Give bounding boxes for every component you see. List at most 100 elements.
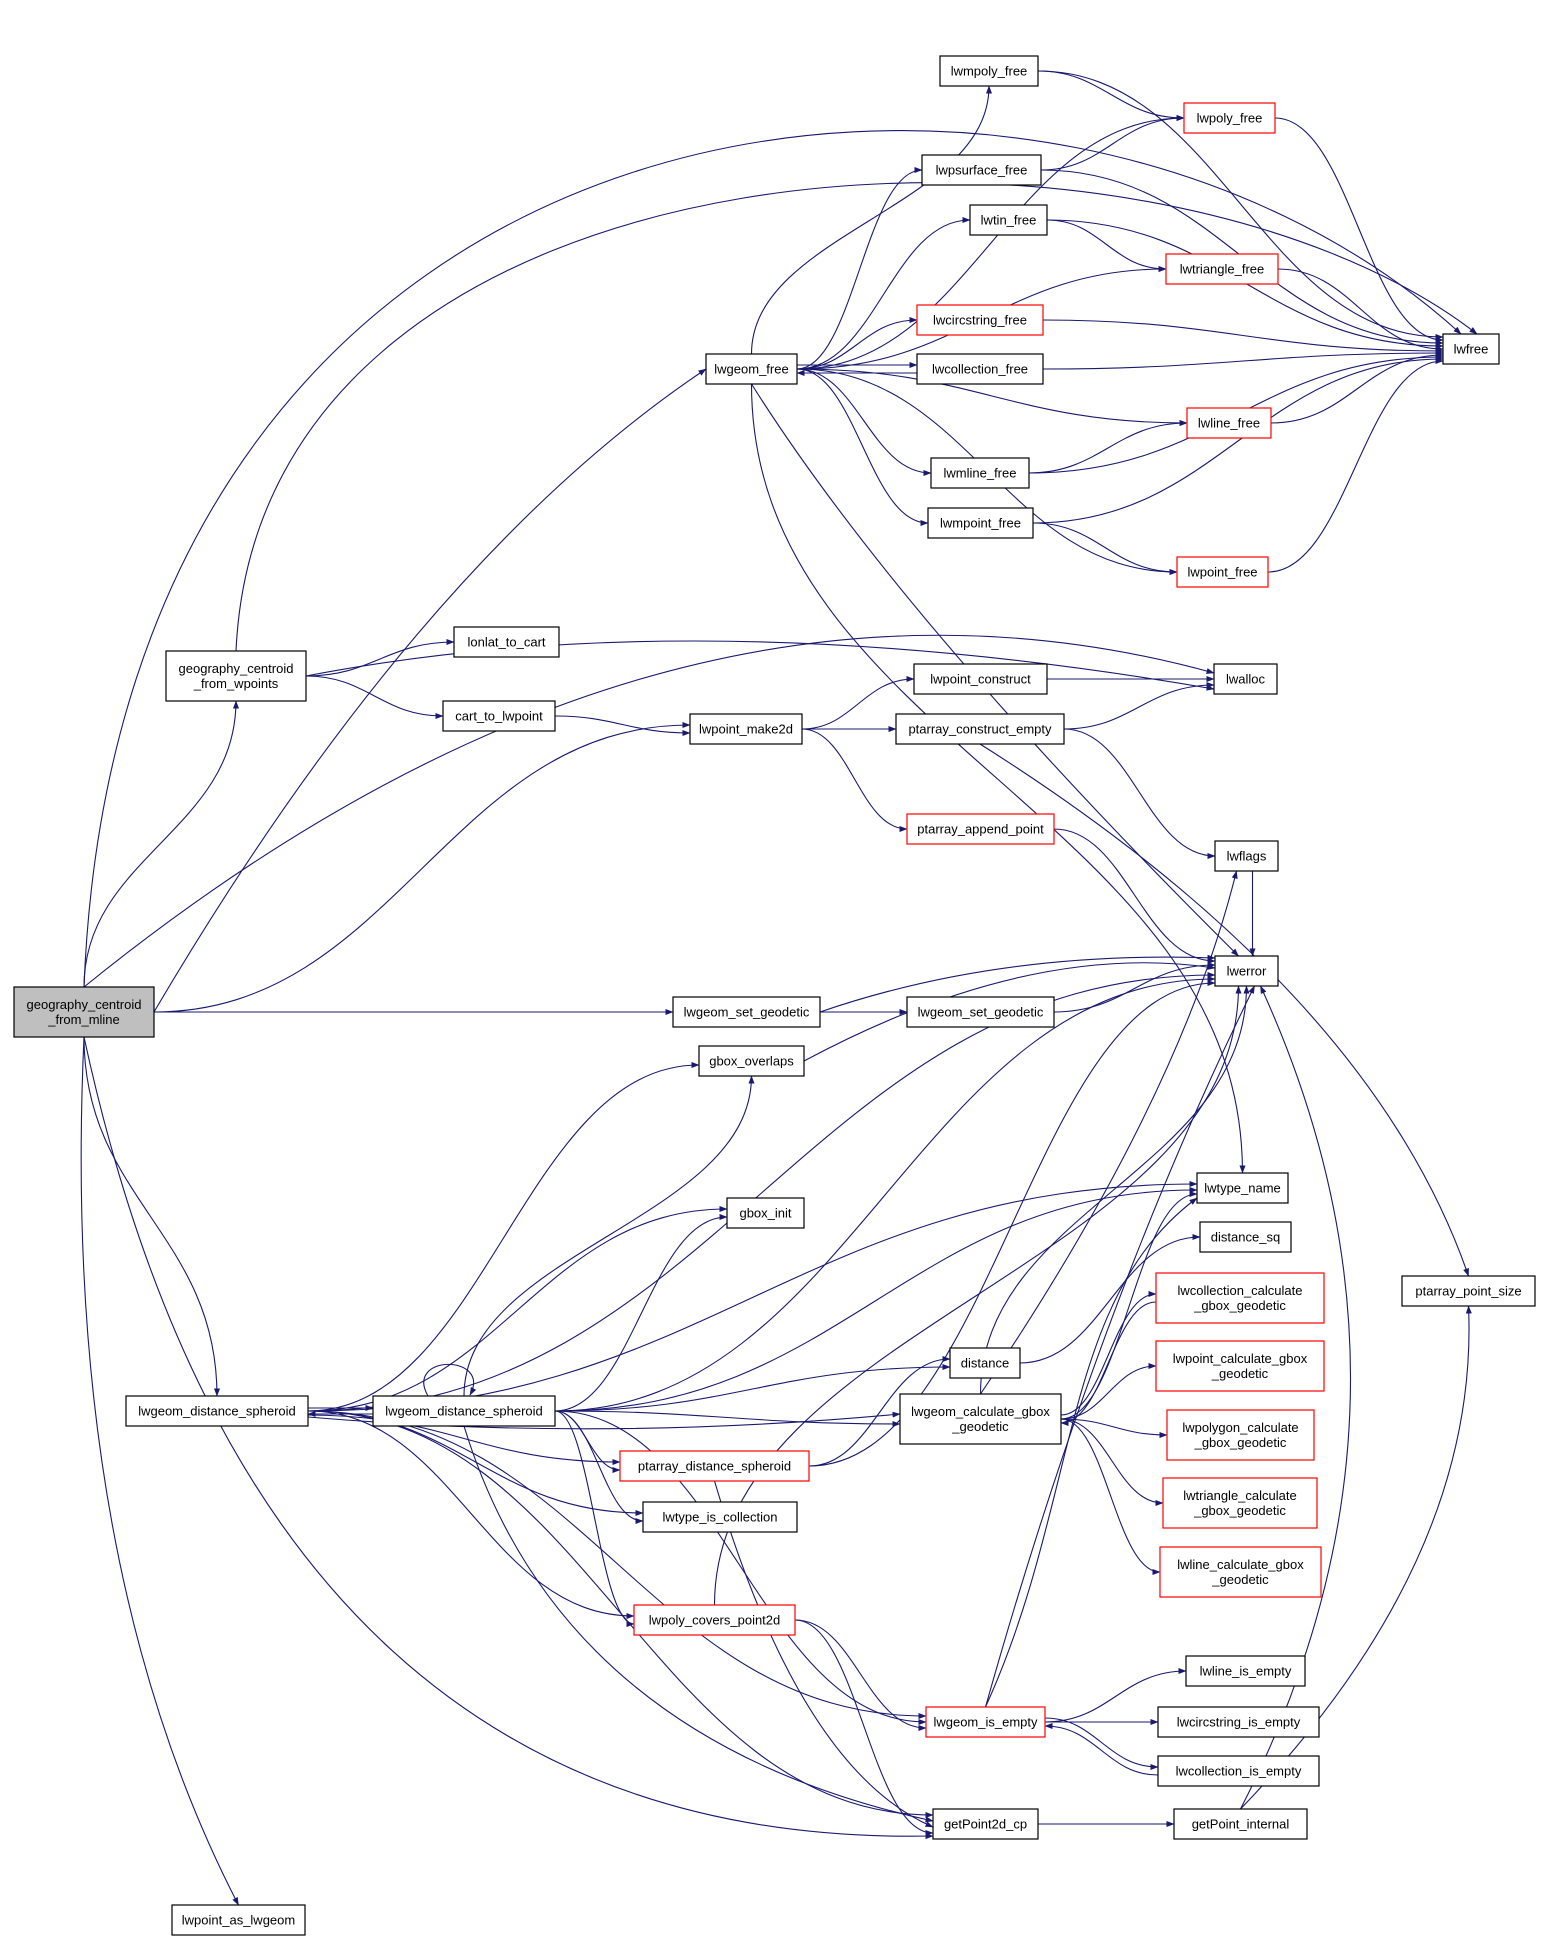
node-label[interactable]: lwpoint_free xyxy=(1187,565,1257,580)
node-label[interactable]: lwflags xyxy=(1227,849,1267,864)
node-label[interactable]: distance xyxy=(961,1356,1009,1371)
node-label[interactable]: lwcircstring_free xyxy=(933,313,1027,328)
node-geography_centroid_from_mline[interactable]: geography_centroid_from_mline xyxy=(13,986,155,1038)
node-label[interactable]: lwgeom_is_empty xyxy=(933,1715,1038,1730)
node-label[interactable]: geography_centroid xyxy=(179,661,294,676)
node-lwpoint_as_lwgeom[interactable]: lwpoint_as_lwgeom xyxy=(171,1904,306,1936)
node-lwgeom_set_geodetic_2[interactable]: lwgeom_set_geodetic xyxy=(906,996,1055,1028)
node-lwgeom_distance_spheroid_2[interactable]: lwgeom_distance_spheroid xyxy=(372,1395,556,1427)
node-lonlat_to_cart[interactable]: lonlat_to_cart xyxy=(453,626,560,658)
node-geography_centroid_from_wpoints[interactable]: geography_centroid_from_wpoints xyxy=(165,650,307,702)
node-distance[interactable]: distance xyxy=(949,1347,1021,1379)
node-label[interactable]: _gbox_geodetic xyxy=(1193,1503,1286,1518)
node-box[interactable] xyxy=(633,1604,796,1636)
node-label[interactable]: geography_centroid xyxy=(27,997,142,1012)
node-label[interactable]: ptarray_construct_empty xyxy=(908,722,1052,737)
node-label[interactable]: getPoint2d_cp xyxy=(944,1817,1027,1832)
node-label[interactable]: lwpoint_make2d xyxy=(699,722,793,737)
node-box[interactable] xyxy=(372,1395,556,1427)
node-label[interactable]: lwgeom_set_geodetic xyxy=(918,1005,1044,1020)
node-label[interactable]: lwtype_name xyxy=(1204,1181,1281,1196)
node-lwtin_free[interactable]: lwtin_free xyxy=(969,204,1048,236)
node-lwpoint_construct[interactable]: lwpoint_construct xyxy=(913,663,1048,695)
node-label[interactable]: lwmpoly_free xyxy=(951,64,1028,79)
node-box[interactable] xyxy=(165,650,307,702)
node-box[interactable] xyxy=(916,353,1044,385)
node-box[interactable] xyxy=(939,55,1039,87)
node-box[interactable] xyxy=(1401,1275,1536,1307)
node-label[interactable]: lwcircstring_is_empty xyxy=(1177,1715,1301,1730)
node-label[interactable]: lwpoint_as_lwgeom xyxy=(182,1913,295,1928)
node-lwcircstring_is_empty[interactable]: lwcircstring_is_empty xyxy=(1157,1706,1320,1738)
node-label[interactable]: lwgeom_distance_spheroid xyxy=(138,1404,296,1419)
node-label[interactable]: lwmpoint_free xyxy=(940,516,1021,531)
node-box[interactable] xyxy=(125,1395,309,1427)
node-box[interactable] xyxy=(642,1501,798,1533)
node-box[interactable] xyxy=(1196,1172,1289,1204)
node-label[interactable]: _geodetic xyxy=(951,1419,1009,1434)
node-box[interactable] xyxy=(906,996,1055,1028)
node-box[interactable] xyxy=(1159,1546,1322,1598)
node-getPoint2d_cp[interactable]: getPoint2d_cp xyxy=(932,1808,1039,1840)
node-ptarray_construct_empty[interactable]: ptarray_construct_empty xyxy=(895,713,1065,745)
node-label[interactable]: cart_to_lwpoint xyxy=(455,709,543,724)
node-ptarray_append_point[interactable]: ptarray_append_point xyxy=(906,813,1055,845)
node-label[interactable]: lwcollection_calculate xyxy=(1177,1283,1302,1298)
node-cart_to_lwpoint[interactable]: cart_to_lwpoint xyxy=(442,700,556,732)
node-label[interactable]: lwtype_is_collection xyxy=(663,1510,778,1525)
node-box[interactable] xyxy=(619,1450,810,1482)
node-box[interactable] xyxy=(705,353,798,385)
node-label[interactable]: lwgeom_free xyxy=(714,362,788,377)
node-lwgeom_calculate_gbox_geodetic[interactable]: lwgeom_calculate_gbox_geodetic xyxy=(899,1393,1062,1445)
node-lwgeom_is_empty[interactable]: lwgeom_is_empty xyxy=(925,1706,1046,1738)
node-distance_sq[interactable]: distance_sq xyxy=(1199,1221,1292,1253)
node-box[interactable] xyxy=(13,986,155,1038)
node-lwcollection_is_empty[interactable]: lwcollection_is_empty xyxy=(1157,1755,1320,1787)
node-lwpoint_make2d[interactable]: lwpoint_make2d xyxy=(689,713,803,745)
node-label[interactable]: _gbox_geodetic xyxy=(1193,1298,1286,1313)
node-box[interactable] xyxy=(930,457,1030,489)
node-box[interactable] xyxy=(1155,1340,1325,1392)
node-lwtriangle_calculate_gbox_geodetic[interactable]: lwtriangle_calculate_gbox_geodetic xyxy=(1162,1477,1318,1529)
node-lwline_is_empty[interactable]: lwline_is_empty xyxy=(1185,1655,1306,1687)
node-lwgeom_distance_spheroid_1[interactable]: lwgeom_distance_spheroid xyxy=(125,1395,309,1427)
node-label[interactable]: lwmline_free xyxy=(944,466,1017,481)
node-label[interactable]: lwcollection_is_empty xyxy=(1176,1764,1302,1779)
node-box[interactable] xyxy=(698,1045,805,1077)
node-label[interactable]: distance_sq xyxy=(1211,1230,1280,1245)
node-label[interactable]: lwcollection_free xyxy=(932,362,1028,377)
node-box[interactable] xyxy=(925,1706,1046,1738)
node-lwfree[interactable]: lwfree xyxy=(1442,333,1500,365)
node-box[interactable] xyxy=(1165,253,1279,285)
node-lwmpoly_free[interactable]: lwmpoly_free xyxy=(939,55,1039,87)
node-lwflags[interactable]: lwflags xyxy=(1214,840,1279,872)
node-lwcircstring_free[interactable]: lwcircstring_free xyxy=(916,304,1044,336)
node-label[interactable]: lwalloc xyxy=(1226,672,1266,687)
node-lwpoly_free[interactable]: lwpoly_free xyxy=(1183,102,1276,134)
node-label[interactable]: lonlat_to_cart xyxy=(467,635,545,650)
node-box[interactable] xyxy=(672,996,821,1028)
node-lwtype_is_collection[interactable]: lwtype_is_collection xyxy=(642,1501,798,1533)
node-lwmline_free[interactable]: lwmline_free xyxy=(930,457,1030,489)
node-label[interactable]: _gbox_geodetic xyxy=(1194,1435,1287,1450)
node-label[interactable]: lwgeom_calculate_gbox xyxy=(911,1404,1050,1419)
node-label[interactable]: _from_wpoints xyxy=(193,676,279,691)
node-label[interactable]: lwgeom_distance_spheroid xyxy=(385,1404,543,1419)
node-box[interactable] xyxy=(1214,840,1279,872)
node-box[interactable] xyxy=(932,1808,1039,1840)
node-box[interactable] xyxy=(1214,955,1279,987)
node-label[interactable]: lwpoly_free xyxy=(1197,111,1263,126)
node-box[interactable] xyxy=(949,1347,1021,1379)
node-box[interactable] xyxy=(1185,1655,1306,1687)
node-label[interactable]: _from_mline xyxy=(47,1012,120,1027)
node-box[interactable] xyxy=(453,626,560,658)
node-label[interactable]: lwgeom_set_geodetic xyxy=(684,1005,810,1020)
node-lwalloc[interactable]: lwalloc xyxy=(1213,663,1278,695)
node-label[interactable]: lwerror xyxy=(1227,964,1267,979)
node-box[interactable] xyxy=(913,663,1048,695)
node-box[interactable] xyxy=(927,507,1034,539)
node-label[interactable]: lwline_free xyxy=(1198,416,1260,431)
node-box[interactable] xyxy=(1183,102,1276,134)
node-label[interactable]: gbox_init xyxy=(739,1206,791,1221)
node-label[interactable]: gbox_overlaps xyxy=(709,1054,794,1069)
